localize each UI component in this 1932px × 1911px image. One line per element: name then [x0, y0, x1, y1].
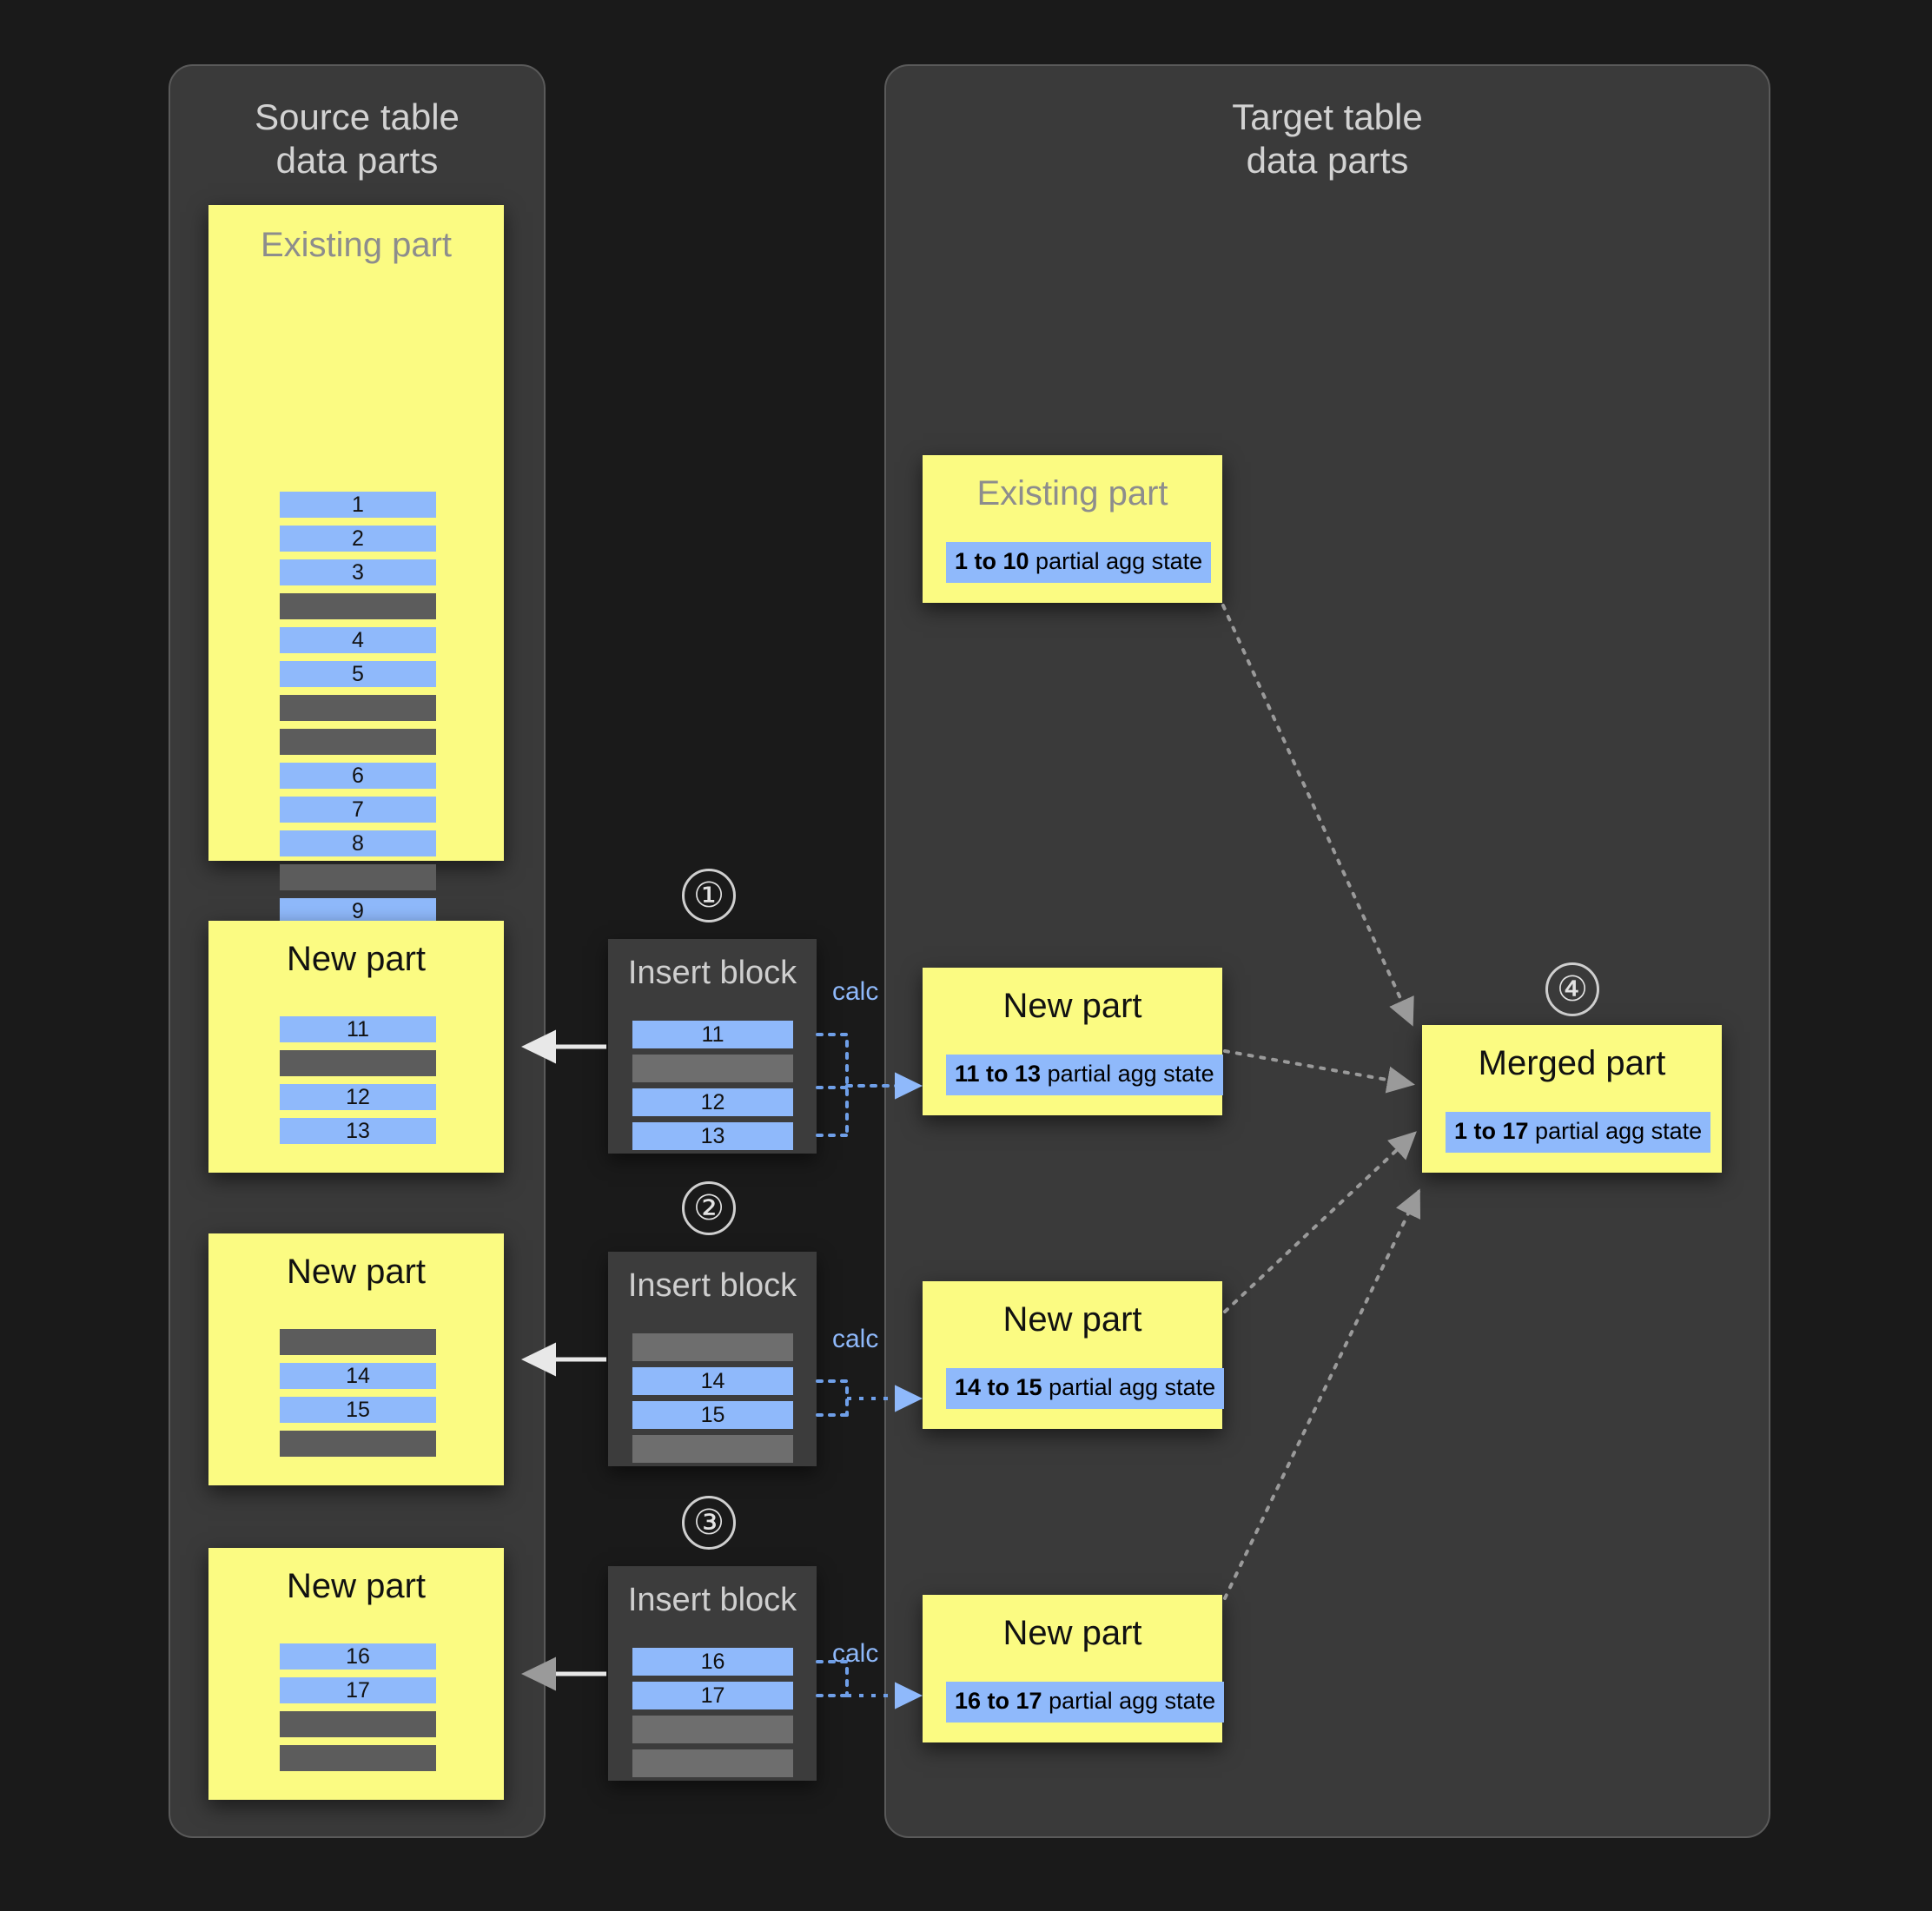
calc-label-3: calc — [832, 1639, 879, 1668]
target-new-part-3-title: New part — [1002, 1614, 1142, 1652]
data-row: 2 — [280, 526, 436, 552]
data-row-empty — [632, 1333, 793, 1361]
source-new-part-2-title: New part — [286, 1253, 427, 1291]
calc-bus-2 — [816, 1379, 849, 1417]
data-row: 3 — [280, 559, 436, 585]
data-row-empty — [632, 1749, 793, 1777]
target-table-panel: Target table data parts — [884, 64, 1770, 1838]
target-existing-part: Existing part 1 to 10 partial agg state — [923, 455, 1222, 603]
agg-range: 1 to 10 — [955, 548, 1029, 574]
target-new-part-2-title: New part — [1002, 1300, 1142, 1339]
agg-state-badge: 16 to 17 partial agg state — [946, 1682, 1225, 1723]
target-new-part-3: New part 16 to 17 partial agg state — [923, 1595, 1225, 1742]
data-row: 16 — [632, 1648, 793, 1676]
target-existing-part-title: Existing part — [976, 474, 1168, 512]
agg-suffix: partial agg state — [1042, 1688, 1216, 1714]
data-row-empty — [280, 593, 436, 619]
data-row-empty — [280, 1329, 436, 1355]
step-badge-2: ② — [682, 1181, 736, 1235]
data-row: 17 — [632, 1682, 793, 1709]
merged-part-title: Merged part — [1478, 1044, 1666, 1082]
insert-block-2-rows: 14 15 — [632, 1333, 793, 1463]
target-new-part-1-title: New part — [1002, 987, 1142, 1025]
data-row: 15 — [280, 1397, 436, 1423]
step-badge-1: ① — [682, 869, 736, 922]
source-new-part-3-title: New part — [286, 1567, 427, 1605]
source-new-part-2-rows: 14 15 — [280, 1329, 436, 1457]
data-row: 12 — [632, 1088, 793, 1116]
insert-block-3: Insert block 16 17 — [608, 1566, 817, 1781]
insert-block-1: Insert block 11 12 13 — [608, 939, 817, 1154]
data-row: 5 — [280, 661, 436, 687]
step-badge-3: ③ — [682, 1496, 736, 1550]
insert-block-1-rows: 11 12 13 — [632, 1021, 793, 1150]
source-existing-part-title: Existing part — [260, 226, 453, 264]
source-new-part-2: New part 14 15 — [208, 1233, 504, 1485]
agg-suffix: partial agg state — [1029, 548, 1203, 574]
merged-part: Merged part 1 to 17 partial agg state — [1422, 1025, 1722, 1173]
source-new-part-1: New part 11 12 13 — [208, 921, 504, 1173]
data-row: 1 — [280, 492, 436, 518]
data-row: 16 — [280, 1643, 436, 1670]
data-row-empty — [280, 1431, 436, 1457]
data-row: 9 — [280, 898, 436, 924]
data-row-empty — [280, 1050, 436, 1076]
insert-block-3-rows: 16 17 — [632, 1648, 793, 1777]
data-row-empty — [280, 1711, 436, 1737]
data-row: 13 — [280, 1118, 436, 1144]
source-existing-part: Existing part 1 2 3 4 5 6 7 8 9 10 — [208, 205, 504, 1026]
data-row: 6 — [280, 763, 436, 789]
data-row: 12 — [280, 1084, 436, 1110]
data-row: 7 — [280, 797, 436, 823]
target-panel-title: Target table data parts — [1232, 96, 1423, 181]
source-new-part-1-title: New part — [286, 940, 427, 978]
source-panel-title: Source table data parts — [255, 96, 460, 181]
data-row: 14 — [632, 1367, 793, 1395]
insert-block-3-title: Insert block — [627, 1582, 797, 1618]
agg-range: 14 to 15 — [955, 1374, 1042, 1400]
agg-state-badge: 11 to 13 partial agg state — [946, 1055, 1223, 1095]
data-row: 11 — [280, 1016, 436, 1042]
calc-label-1: calc — [832, 977, 879, 1006]
target-new-part-2: New part 14 to 15 partial agg state — [923, 1281, 1225, 1429]
source-new-part-3: New part 16 17 — [208, 1548, 504, 1800]
data-row-empty — [632, 1716, 793, 1743]
data-row: 15 — [632, 1401, 793, 1429]
agg-suffix: partial agg state — [1528, 1118, 1703, 1144]
data-row: 11 — [632, 1021, 793, 1048]
agg-range: 11 to 13 — [955, 1061, 1042, 1087]
data-row: 4 — [280, 627, 436, 653]
data-row: 17 — [280, 1677, 436, 1703]
agg-suffix: partial agg state — [1041, 1061, 1214, 1087]
data-row: 13 — [632, 1122, 793, 1150]
data-row-empty — [280, 695, 436, 721]
data-row-empty — [632, 1435, 793, 1463]
insert-block-2: Insert block 14 15 — [608, 1252, 817, 1466]
data-row-empty — [280, 1745, 436, 1771]
insert-block-2-title: Insert block — [627, 1267, 797, 1304]
target-new-part-1: New part 11 to 13 partial agg state — [923, 968, 1223, 1115]
data-row-empty — [632, 1055, 793, 1082]
agg-range: 16 to 17 — [955, 1688, 1042, 1714]
step-badge-4: ④ — [1545, 962, 1599, 1016]
source-new-part-1-rows: 11 12 13 — [280, 1016, 436, 1144]
agg-state-badge: 14 to 15 partial agg state — [946, 1368, 1225, 1409]
data-row: 14 — [280, 1363, 436, 1389]
data-row-empty — [280, 729, 436, 755]
source-new-part-3-rows: 16 17 — [280, 1643, 436, 1771]
agg-state-badge: 1 to 17 partial agg state — [1446, 1112, 1711, 1153]
data-row-empty — [280, 864, 436, 890]
insert-block-1-title: Insert block — [627, 955, 797, 991]
agg-state-badge: 1 to 10 partial agg state — [946, 542, 1212, 583]
data-row: 8 — [280, 830, 436, 856]
calc-label-2: calc — [832, 1325, 879, 1353]
agg-suffix: partial agg state — [1042, 1374, 1216, 1400]
agg-range: 1 to 17 — [1454, 1118, 1529, 1144]
